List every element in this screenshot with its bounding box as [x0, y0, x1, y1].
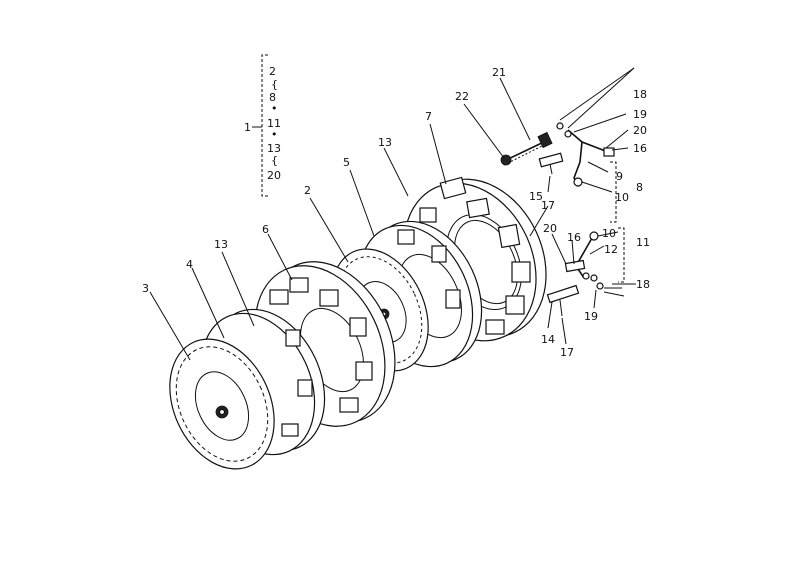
- callout-16: 16: [567, 231, 581, 244]
- callout-13: 13: [214, 238, 228, 251]
- callout-17: 17: [541, 199, 555, 212]
- callout-15: 15: [529, 190, 543, 203]
- callout-6: 6: [262, 223, 269, 236]
- pin-15: [538, 152, 564, 175]
- callout-12: 12: [604, 243, 618, 256]
- callout-9: 9: [616, 170, 623, 183]
- callout-4: 4: [186, 258, 193, 271]
- bracket-group-label: 1: [244, 121, 251, 134]
- callout-20: 20: [633, 124, 647, 137]
- leader-lines: [149, 67, 636, 361]
- callout-22: 22: [455, 90, 469, 103]
- callout-18: 18: [636, 278, 650, 291]
- callout-19: 19: [633, 108, 647, 121]
- callout-8: 8: [636, 181, 643, 194]
- callout-3: 3: [142, 282, 149, 295]
- callout-2: 2: [304, 184, 311, 197]
- callout-10: 10: [615, 191, 629, 204]
- range-symbol: {: [271, 154, 278, 167]
- lever-assembly-8: [556, 122, 617, 223]
- callout-19: 19: [584, 310, 598, 323]
- callout-10: 10: [602, 227, 616, 240]
- callout-16: 16: [633, 142, 647, 155]
- callouts: 3 4 13 6 2 5 13 7 22 21 18 19 20 16 9 8 …: [142, 66, 650, 359]
- bracket-entry: 20: [267, 169, 281, 182]
- callout-17: 17: [560, 346, 574, 359]
- callout-11: 11: [636, 236, 650, 249]
- callout-7: 7: [425, 110, 432, 123]
- callout-14: 14: [541, 333, 555, 346]
- bracket-group: 1 2 { 8 • 11 • 13 { 20: [244, 54, 281, 197]
- dot-symbol: •: [271, 102, 278, 115]
- callout-20: 20: [543, 222, 557, 235]
- bracket-entry: 2: [269, 65, 276, 78]
- bracket-entry: 8: [269, 91, 276, 104]
- friction-disc-3: [169, 338, 275, 470]
- pin-14: [546, 284, 580, 317]
- dot-symbol: •: [271, 128, 278, 141]
- bracket-entry: 11: [267, 117, 281, 130]
- plate-lugs: [409, 176, 531, 335]
- callout-13: 13: [378, 136, 392, 149]
- callout-18: 18: [633, 88, 647, 101]
- bracket-entry: 13: [267, 142, 281, 155]
- callout-5: 5: [343, 156, 350, 169]
- lever-assembly-11: [564, 227, 625, 297]
- callout-21: 21: [492, 66, 506, 79]
- range-symbol: {: [271, 78, 278, 91]
